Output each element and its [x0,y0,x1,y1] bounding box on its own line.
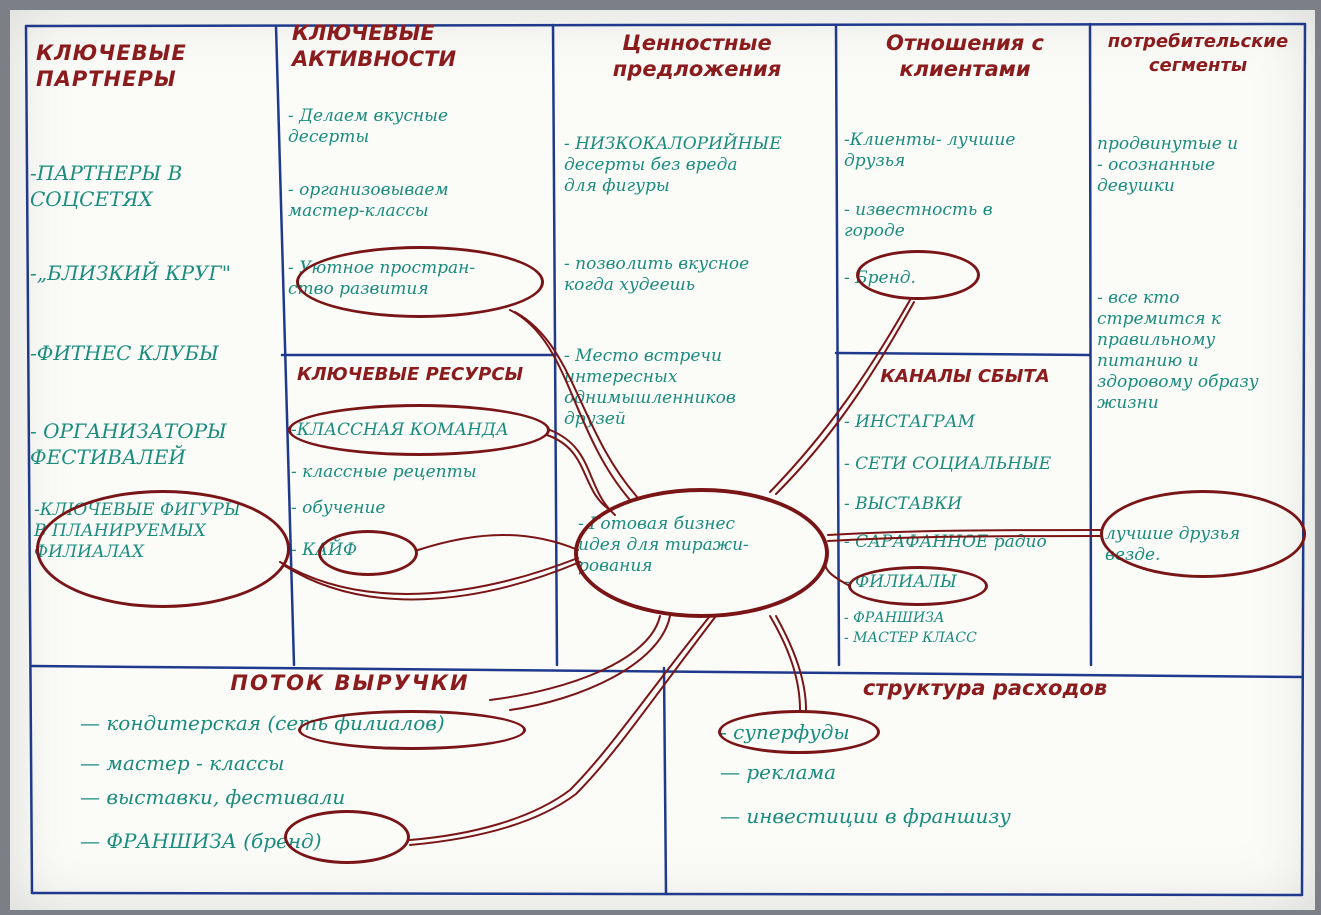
central-idea-oval [574,488,829,618]
list-item: - классные рецепты [291,462,477,482]
list-item: - Делаем вкусные десерты [288,106,449,147]
highlight-oval-cozy-space [296,246,544,318]
highlight-oval-branches [848,566,988,606]
list-item: — мастер - классы [80,751,285,775]
list-item: - ОРГАНИЗАТОРЫ ФЕСТИВАЛЕЙ [30,419,227,469]
list-item: - организовываем мастер-классы [288,180,449,221]
list-item: -ПАРТНЕРЫ В СОЦСЕТЯХ [30,161,183,211]
list-item: - МАСТЕР КЛАСС [844,630,977,646]
channels-title: КАНАЛЫ СБЫТА [880,366,1050,387]
highlight-oval-brand-franchise [284,810,410,864]
list-item: - известность в городе [844,200,993,241]
block-channels: КАНАЛЫ СБЫТА - ИНСТАГРАМ - СЕТИ СОЦИАЛЬН… [840,364,1090,664]
revenue-streams-title: ПОТОК ВЫРУЧКИ [230,671,470,695]
business-model-canvas: КЛЮЧЕВЫЕ ПАРТНЕРЫ -ПАРТНЕРЫ В СОЦСЕТЯХ -… [10,10,1315,910]
list-item: — реклама [720,760,837,784]
list-item: - САРАФАННОЕ радио [844,532,1047,552]
highlight-oval-branch-network [298,710,526,750]
list-item: -„БЛИЗКИЙ КРУГ" [30,261,231,285]
value-propositions-title: Ценностные предложения [612,31,782,81]
list-item: - позволить вкусное когда худеешь [564,254,750,295]
customer-relationships-title: Отношения с клиентами [886,31,1044,81]
list-item: - Место встречи интересных однимышленник… [564,346,736,429]
highlight-oval-great-team [288,404,550,456]
list-item: - ФРАНШИЗА [844,610,945,626]
list-item: - НИЗКОКАЛОРИЙНЫЕ десерты без вреда для … [564,134,782,196]
list-item: — инвестиции в франшизу [720,804,1011,828]
list-item: - ВЫСТАВКИ [844,494,963,514]
highlight-oval-kaif [318,530,418,576]
customer-segments-title: потребительские сегменты [1107,31,1289,76]
list-item: -ФИТНЕС КЛУБЫ [30,341,219,365]
key-activities-title: КЛЮЧЕВЫЕ АКТИВНОСТИ [292,21,457,71]
block-customer-relationships: Отношения с клиентами -Клиенты- лучшие д… [840,30,1090,350]
key-partners-title: КЛЮЧЕВЫЕ ПАРТНЕРЫ [36,41,187,91]
list-item: - все кто стремится к правильному питани… [1097,288,1259,413]
highlight-oval-best-friends [1100,490,1306,578]
highlight-oval-key-figures [36,490,290,608]
list-item: - обучение [291,498,386,518]
list-item: продвинутые и - осознанные девушки [1097,134,1239,196]
key-resources-title: КЛЮЧЕВЫЕ РЕСУРСЫ [297,364,524,385]
list-item: -Клиенты- лучшие друзья [844,130,1016,171]
block-cost-structure: структура расходов - суперфуды — реклама… [670,675,1300,890]
highlight-oval-superfoods [718,710,880,754]
cost-structure-title: структура расходов [862,676,1108,700]
list-item: - СЕТИ СОЦИАЛЬНЫЕ [844,454,1052,474]
list-item: — выставки, фестивали [80,785,346,809]
list-item: - ИНСТАГРАМ [844,412,975,432]
highlight-oval-brand [856,250,980,300]
